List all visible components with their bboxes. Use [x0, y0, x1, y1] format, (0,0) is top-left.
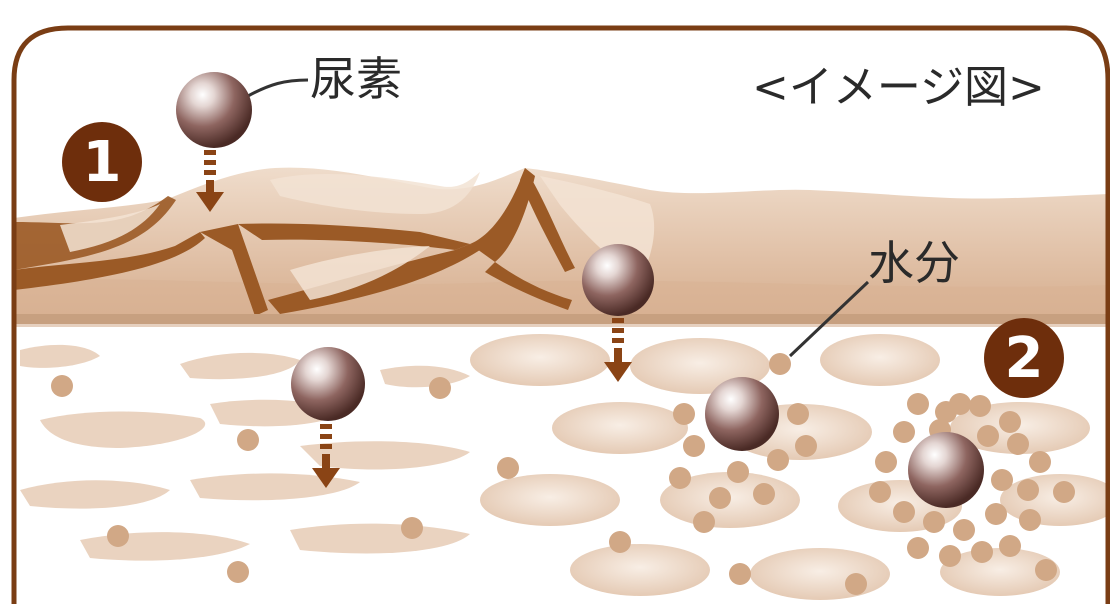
down-arrow-icon — [196, 150, 224, 212]
water-label: 水分 — [868, 236, 960, 290]
water-leader-line — [788, 280, 870, 358]
step-2-badge: 2 — [984, 318, 1064, 398]
step-2-number: 2 — [1004, 325, 1044, 391]
down-arrow-icon — [604, 318, 632, 382]
urea-label: 尿素 — [310, 52, 402, 106]
diagram-frame — [11, 25, 1110, 604]
step-1-badge: 1 — [62, 122, 142, 202]
water-droplets — [51, 353, 1075, 595]
urea-sphere-icon — [582, 244, 654, 316]
urea-leader-line — [247, 78, 309, 98]
skin-boundary — [14, 314, 1108, 324]
down-arrow-icon — [312, 424, 340, 488]
urea-sphere-icon — [908, 432, 984, 508]
urea-sphere-icon — [705, 377, 779, 451]
water-droplet-icon — [769, 353, 791, 375]
diagram-title: <イメージ図> — [752, 62, 1045, 113]
step-1-number: 1 — [82, 129, 122, 195]
urea-sphere-icon — [176, 72, 252, 148]
urea-sphere-icon — [291, 347, 365, 421]
